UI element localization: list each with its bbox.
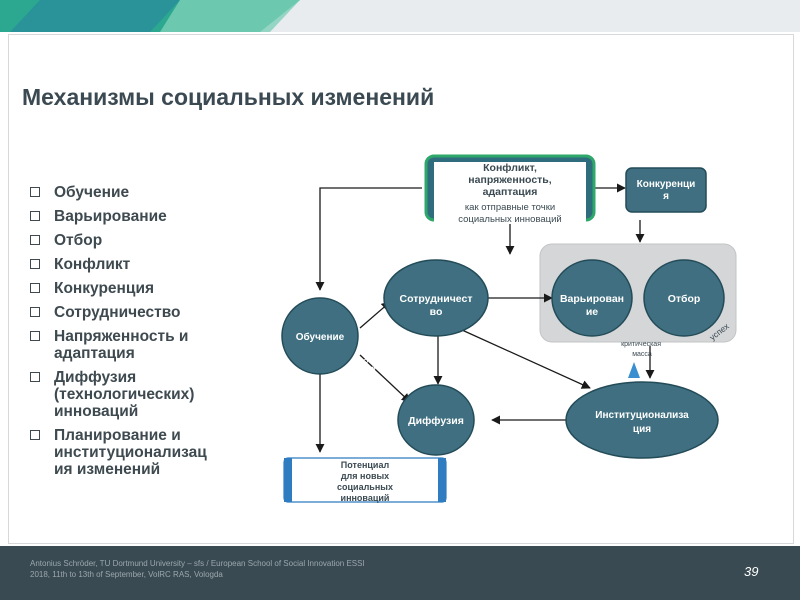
node-variation: [551, 259, 633, 337]
mechanism-list-text: институционализац: [54, 444, 207, 461]
mechanism-list-text: Обучение: [54, 184, 130, 201]
node-selection: [643, 259, 725, 337]
mechanism-list-item: Варьирование: [30, 208, 260, 225]
checkbox-bullet-icon: [30, 259, 40, 269]
label-all-actors-group: всех акторов: [335, 251, 368, 288]
mechanism-list-item: Обучение: [30, 184, 260, 201]
checkbox-bullet-icon: [30, 283, 40, 293]
mechanism-list-text: ия изменений: [54, 461, 161, 478]
mechanism-list-item: Конкуренция: [30, 280, 260, 297]
mechanism-list-text: Отбор: [54, 232, 103, 249]
mechanism-diagram: Конфликт,напряженность,адаптация как отпр…: [281, 154, 737, 503]
arrow-conflict-to-learning: [315, 187, 422, 291]
arrow-learning-to-diffusion: [359, 354, 411, 403]
checkbox-bullet-icon: [30, 187, 40, 197]
mechanism-list-item: Отбор: [30, 232, 260, 249]
label-all-actors: всех акторов: [335, 251, 368, 288]
label-critical-mass: критическая масса: [621, 341, 663, 358]
top-decoration-graphic: [0, 0, 300, 32]
node-selection-label: Отбор: [668, 293, 701, 305]
node-conflict-label: Конфликт,напряженность,адаптация: [468, 162, 551, 198]
node-potential-accent: [284, 458, 292, 502]
page-number: 39: [744, 564, 759, 579]
checkbox-bullet-icon: [30, 372, 40, 382]
slide-title: Механизмы социальных изменений: [22, 84, 435, 110]
node-institutionalization: [565, 381, 719, 459]
node-cooperation: [383, 259, 489, 337]
dark-teal-stripe: [10, 0, 180, 32]
node-diffusion: [397, 384, 475, 456]
label-expansion-group: Расширение возможностей: [354, 321, 398, 380]
node-potential-accent-right: [438, 458, 446, 502]
mechanism-list-text: Диффузия: [54, 369, 137, 386]
node-conflict-inner: [434, 162, 586, 224]
arrow-cooperation-to-institutionalization: [461, 329, 591, 389]
mechanism-list-text: Сотрудничество: [54, 304, 181, 321]
growth-arrow-icon: [628, 362, 640, 378]
node-learning-label: Обучение: [296, 331, 345, 343]
mechanism-list-text: адаптация: [54, 345, 135, 362]
checkbox-bullet-icon: [30, 331, 40, 341]
footer-bar: [0, 546, 800, 600]
footer-credit: Antonius Schröder, TU Dortmund Universit…: [30, 558, 460, 580]
mechanism-list-text: Конкуренция: [54, 280, 155, 297]
label-expansion: Расширение возможностей: [354, 321, 398, 380]
checkbox-bullet-icon: [30, 430, 40, 440]
top-decoration-bar: [0, 0, 800, 32]
mechanism-list-text: инноваций: [54, 403, 139, 420]
checkbox-bullet-icon: [30, 235, 40, 245]
mechanism-list-item: Конфликт: [30, 256, 260, 273]
node-competition: [625, 167, 707, 213]
mechanism-list-text: Напряженность и: [54, 328, 189, 345]
light-teal-stripe: [160, 0, 300, 32]
mechanism-list-text: (технологических): [54, 386, 195, 403]
mechanism-list-text: Варьирование: [54, 208, 167, 225]
checkbox-bullet-icon: [30, 307, 40, 317]
mechanism-list-text: Конфликт: [54, 256, 131, 273]
node-diffusion-label: Диффузия: [408, 415, 464, 427]
footer-credit-line-2: 2018, 11th to 13th of September, VolRC R…: [30, 570, 223, 579]
node-learning: [281, 297, 359, 375]
footer-credit-line-1: Antonius Schröder, TU Dortmund Universit…: [30, 559, 365, 568]
checkbox-bullet-icon: [30, 211, 40, 221]
mechanism-list-text: Планирование и: [54, 427, 181, 444]
mechanism-list-item: Сотрудничество: [30, 304, 260, 321]
mechanism-list-item: Диффузия(технологических)инноваций: [30, 369, 260, 420]
